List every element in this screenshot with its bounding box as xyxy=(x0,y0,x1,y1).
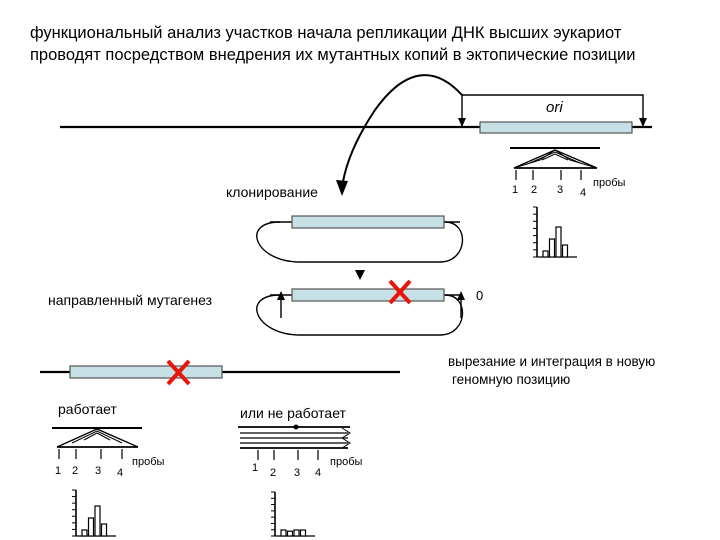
cloning-label: клонирование xyxy=(226,184,318,200)
excision-label-line1: вырезание и интеграция в новую xyxy=(448,354,655,369)
plasmid-cloned xyxy=(256,221,464,263)
mutagenesis-label: направленный мутагенез xyxy=(48,292,212,308)
histogram-bar xyxy=(94,505,101,537)
probe-number: 1 xyxy=(252,462,258,474)
probe-number: 4 xyxy=(315,467,321,479)
mutagenesis-arrow xyxy=(355,270,365,280)
insert-arrow-left-head xyxy=(277,291,285,300)
histogram-bar xyxy=(561,244,569,258)
probe-number: 2 xyxy=(72,465,78,477)
histogram-bar xyxy=(100,523,108,537)
slide-title: функциональный анализ участков начала ре… xyxy=(30,24,636,64)
probes-label: пробы xyxy=(330,456,362,468)
mutation-cross-icon xyxy=(388,279,412,305)
probe-number: 4 xyxy=(580,187,586,199)
probes-label: пробы xyxy=(593,177,625,189)
zero-label: 0 xyxy=(476,288,483,303)
plasmid-cloned-fragment xyxy=(291,215,445,229)
histogram-bar xyxy=(286,530,294,537)
cloning-arrow-head xyxy=(336,180,348,196)
excision-label-line2: геномную позицию xyxy=(452,372,570,387)
probe-number: 1 xyxy=(512,184,518,196)
ectopic-mutation-cross-icon xyxy=(166,359,191,386)
works-label: работает xyxy=(58,401,117,417)
ori-bracket-left-arrow xyxy=(458,118,466,127)
histogram-bar xyxy=(87,517,95,537)
probe-number: 2 xyxy=(270,467,276,479)
probe-set-not-works xyxy=(238,424,351,460)
probe-set-works xyxy=(52,427,142,459)
histogram-ori xyxy=(533,206,577,258)
ori-bracket-right-arrow xyxy=(639,118,647,127)
histogram-bar xyxy=(542,250,549,258)
ori-bracket xyxy=(461,94,644,127)
ori-label: ori xyxy=(546,99,563,116)
ectopic-fragment xyxy=(69,365,223,379)
probes-label: пробы xyxy=(132,456,164,468)
probe-number: 4 xyxy=(117,467,123,479)
histogram-bar xyxy=(555,226,562,258)
probe-number: 3 xyxy=(557,184,563,196)
histogram-bar xyxy=(293,529,300,537)
probe-number: 1 xyxy=(55,465,61,477)
histogram-bar xyxy=(81,529,88,537)
histogram-bar xyxy=(548,238,556,258)
histogram-bar xyxy=(299,529,307,537)
not-works-label: или не работает xyxy=(240,405,347,421)
insert-arrow-right-head xyxy=(457,291,465,300)
probe-number: 2 xyxy=(531,184,537,196)
histogram-works xyxy=(72,489,116,537)
histogram-bar xyxy=(280,529,287,537)
probe-number: 3 xyxy=(95,465,101,477)
ori-fragment xyxy=(479,121,633,134)
cloning-arrow xyxy=(341,74,463,189)
histogram-not-works xyxy=(271,491,315,537)
plasmid-mutant-fragment xyxy=(291,288,445,302)
probe-set-ori xyxy=(510,147,600,180)
probe-number: 3 xyxy=(294,467,300,479)
